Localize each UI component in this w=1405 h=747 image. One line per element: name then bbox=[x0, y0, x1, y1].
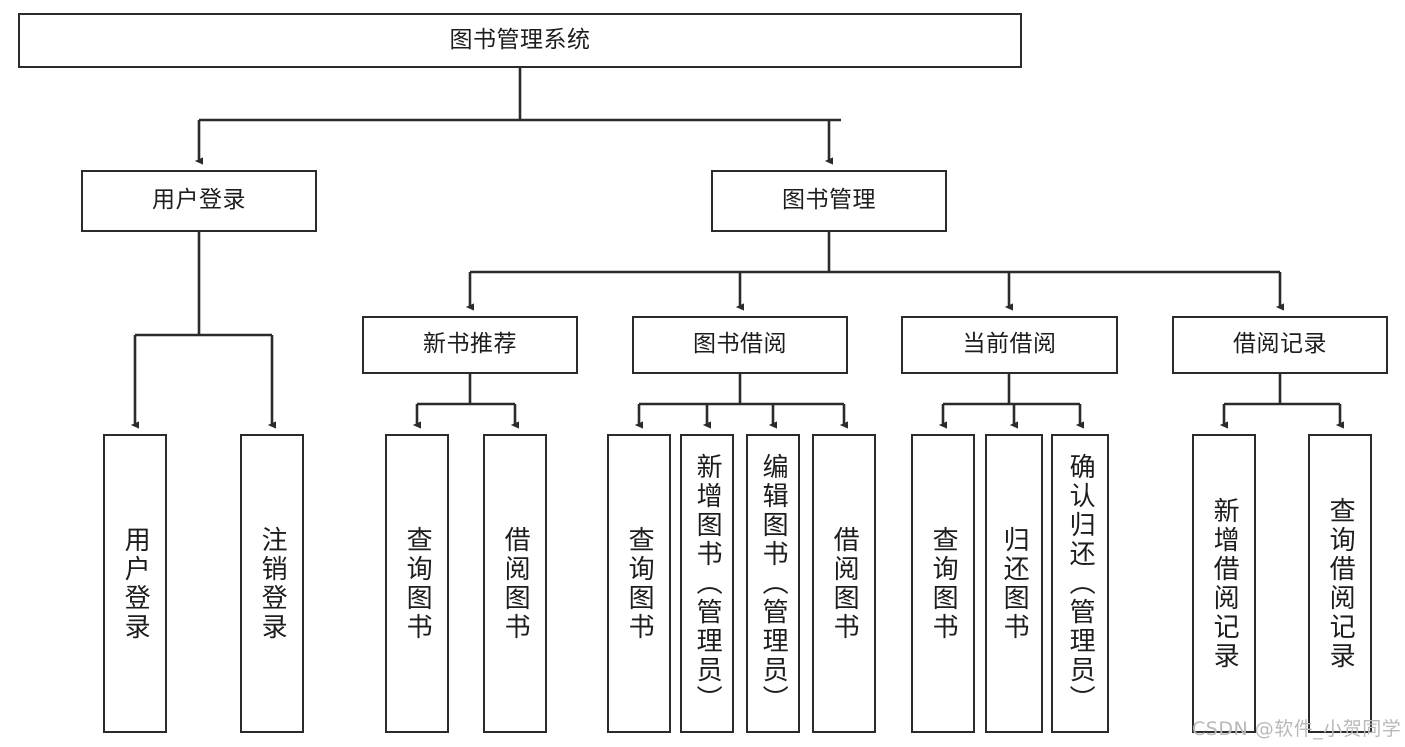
node-leaf-query-book-2-label: 查询图书 bbox=[624, 525, 655, 642]
node-leaf-confirm-return-label: 确认归还（管理员） bbox=[1065, 453, 1096, 714]
node-root-label: 图书管理系统 bbox=[449, 26, 591, 53]
node-leaf-query-book-2[interactable]: 查询图书 bbox=[607, 434, 671, 733]
node-new-book-recommend-label: 新书推荐 bbox=[423, 331, 517, 358]
node-user-login[interactable]: 用户登录 bbox=[81, 170, 317, 232]
node-leaf-borrow-book-2[interactable]: 借阅图书 bbox=[812, 434, 876, 733]
node-leaf-borrow-book-1-label: 借阅图书 bbox=[500, 525, 531, 642]
node-leaf-query-book-1-label: 查询图书 bbox=[402, 525, 433, 642]
node-leaf-user-login[interactable]: 用户登录 bbox=[103, 434, 167, 733]
node-leaf-query-record-label: 查询借阅记录 bbox=[1325, 496, 1356, 671]
node-current-borrow[interactable]: 当前借阅 bbox=[901, 316, 1118, 374]
node-leaf-add-book[interactable]: 新增图书（管理员） bbox=[680, 434, 734, 733]
node-leaf-edit-book-label: 编辑图书（管理员） bbox=[758, 453, 789, 714]
node-leaf-user-login-label: 用户登录 bbox=[120, 525, 151, 642]
node-user-login-label: 用户登录 bbox=[152, 187, 246, 214]
csdn-watermark: CSDN @软件_小贺同学 bbox=[1192, 718, 1402, 740]
node-borrow-record[interactable]: 借阅记录 bbox=[1172, 316, 1388, 374]
node-leaf-add-record[interactable]: 新增借阅记录 bbox=[1192, 434, 1256, 733]
node-leaf-user-logout-label: 注销登录 bbox=[257, 525, 288, 642]
node-book-manage-label: 图书管理 bbox=[782, 187, 876, 214]
node-leaf-query-book-3[interactable]: 查询图书 bbox=[911, 434, 975, 733]
node-leaf-borrow-book-1[interactable]: 借阅图书 bbox=[483, 434, 547, 733]
node-leaf-query-book-3-label: 查询图书 bbox=[928, 525, 959, 642]
node-leaf-return-book-label: 归还图书 bbox=[999, 525, 1030, 642]
node-leaf-confirm-return[interactable]: 确认归还（管理员） bbox=[1051, 434, 1109, 733]
node-book-borrow[interactable]: 图书借阅 bbox=[632, 316, 848, 374]
node-new-book-recommend[interactable]: 新书推荐 bbox=[362, 316, 578, 374]
node-book-borrow-label: 图书借阅 bbox=[693, 331, 787, 358]
node-leaf-add-record-label: 新增借阅记录 bbox=[1209, 496, 1240, 671]
node-leaf-query-record[interactable]: 查询借阅记录 bbox=[1308, 434, 1372, 733]
node-leaf-user-logout[interactable]: 注销登录 bbox=[240, 434, 304, 733]
node-book-manage[interactable]: 图书管理 bbox=[711, 170, 947, 232]
node-leaf-add-book-label: 新增图书（管理员） bbox=[692, 453, 723, 714]
node-leaf-borrow-book-2-label: 借阅图书 bbox=[829, 525, 860, 642]
node-root[interactable]: 图书管理系统 bbox=[18, 13, 1022, 68]
node-borrow-record-label: 借阅记录 bbox=[1233, 331, 1327, 358]
node-leaf-edit-book[interactable]: 编辑图书（管理员） bbox=[746, 434, 800, 733]
node-leaf-return-book[interactable]: 归还图书 bbox=[985, 434, 1043, 733]
node-current-borrow-label: 当前借阅 bbox=[962, 331, 1057, 358]
node-leaf-query-book-1[interactable]: 查询图书 bbox=[385, 434, 449, 733]
